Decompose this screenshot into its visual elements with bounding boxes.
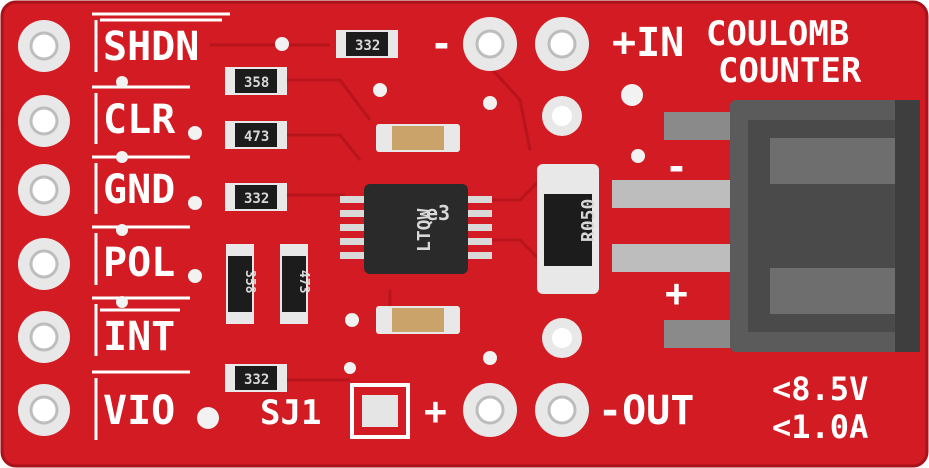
out-pads: [463, 318, 589, 437]
in-minus-label: -: [430, 22, 453, 66]
svg-text:R050: R050: [578, 199, 599, 242]
svg-text:332: 332: [355, 38, 380, 54]
svg-text:358: 358: [244, 75, 269, 91]
pin-label-gnd: GND: [103, 167, 175, 213]
current-rating: <1.0A: [772, 408, 868, 446]
pin-header: [18, 20, 70, 436]
resistor-r6: 473: [280, 244, 311, 324]
resistor-r1: 332: [336, 30, 398, 58]
pin-label-clr: CLR: [103, 97, 176, 143]
title-line-2: COUNTER: [718, 51, 862, 91]
resistor-r4: 332: [225, 183, 287, 211]
pin-label-vio: VIO: [103, 388, 175, 434]
resistor-r2: 358: [225, 67, 287, 95]
svg-text:LTQW: LTQW: [414, 208, 435, 252]
pin-label-int: INT: [103, 314, 175, 360]
svg-text:e3: e3: [426, 201, 450, 225]
voltage-rating: <8.5V: [772, 370, 868, 408]
resistor-r7: 332: [225, 364, 287, 392]
pin-label-pol: POL: [103, 240, 175, 286]
battery-connector: [612, 100, 920, 352]
jumper-pad: [362, 395, 398, 427]
svg-text:473: 473: [244, 129, 269, 145]
in-pads: [463, 17, 589, 136]
jumper-outline: [350, 383, 410, 439]
pin-label-shdn: SHDN: [103, 24, 199, 70]
capacitor-c1: [376, 124, 460, 152]
title-line-1: COULOMB: [706, 14, 849, 54]
connector-plus-label: +: [665, 271, 688, 315]
pin-separators: [92, 12, 230, 440]
shunt-resistor: R050: [537, 164, 599, 294]
jumper-label: SJ1: [260, 393, 321, 433]
svg-text:358: 358: [242, 270, 257, 294]
capacitor-c2: [376, 306, 460, 334]
out-plus-label: +: [424, 389, 447, 433]
resistor-r3: 473: [225, 121, 287, 149]
svg-text:473: 473: [296, 270, 311, 293]
in-label: +IN: [612, 20, 684, 66]
svg-text:332: 332: [244, 191, 269, 207]
svg-text:332: 332: [244, 372, 269, 388]
resistor-r5: 358: [226, 244, 257, 324]
connector-minus-label: -: [665, 145, 688, 189]
out-label: -OUT: [598, 388, 694, 434]
vias: [116, 37, 645, 429]
ic-chip: LTQW e3: [340, 184, 492, 274]
